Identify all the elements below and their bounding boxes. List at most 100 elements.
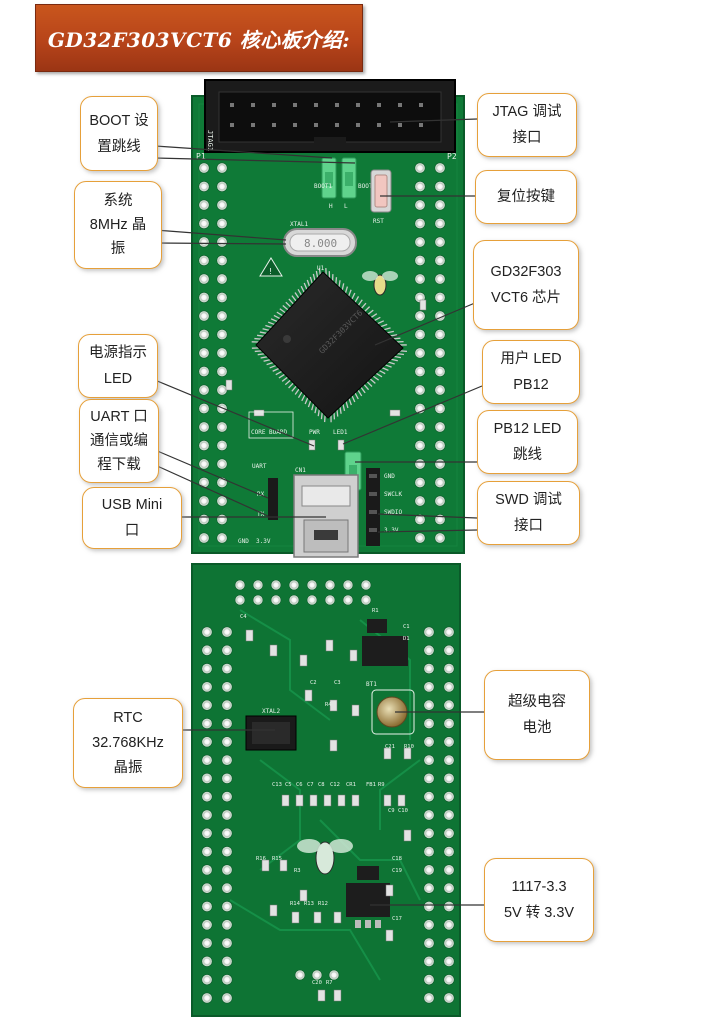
- pin-pad: [201, 864, 213, 876]
- chip-pin: [339, 406, 342, 414]
- chip-pin: [301, 394, 306, 402]
- chip-pin: [291, 295, 297, 302]
- jtag-pin: [398, 123, 402, 127]
- chip-pin: [366, 381, 373, 387]
- pin-pad: [443, 846, 455, 858]
- pin-pad: [216, 291, 228, 303]
- pin-pad: [198, 513, 210, 525]
- pin-pad: [423, 937, 435, 949]
- pin-pad: [198, 255, 210, 267]
- pin-pad: [434, 421, 446, 433]
- smd-component: [403, 829, 412, 842]
- jtag-pin: [377, 123, 381, 127]
- ref-designator: C10: [398, 808, 408, 814]
- callout-jtag: JTAG 调试 接口: [477, 93, 577, 157]
- pin-pad: [252, 594, 264, 606]
- chip-pin: [304, 397, 309, 405]
- pin-pad: [221, 626, 233, 638]
- pin-pad: [198, 273, 210, 285]
- chip-pin: [297, 391, 303, 399]
- chip-pin: [284, 379, 291, 386]
- pin-pad: [198, 310, 210, 322]
- pin-pad: [221, 955, 233, 967]
- pin-pad: [201, 736, 213, 748]
- page-title: GD32F303VCT6 核心板介绍:: [47, 27, 351, 52]
- chip-pin: [288, 298, 295, 305]
- smd-component: [333, 989, 342, 1002]
- bee-logo-icon: [362, 271, 398, 296]
- pin-pad: [434, 476, 446, 488]
- pin-pad: [414, 310, 426, 322]
- chip-pin: [390, 358, 398, 362]
- chip-pin: [351, 395, 356, 403]
- ref-designator: R4: [325, 702, 332, 708]
- pin-pad: [201, 882, 213, 894]
- chip-pin: [288, 382, 294, 389]
- pin-pad: [201, 992, 213, 1004]
- smd-component: [313, 911, 322, 924]
- callout-text: PB12 LED: [493, 421, 562, 437]
- ref-designator: C2: [310, 680, 317, 686]
- chip-pin: [390, 334, 398, 337]
- rtc-crystal: XTAL2: [245, 708, 297, 751]
- boot-h-label: H: [329, 203, 333, 210]
- pin-pad: [201, 809, 213, 821]
- bee-logo-bottom-icon: [297, 839, 353, 875]
- usb-mini-connector[interactable]: CN1: [293, 467, 359, 558]
- callout-reset: 复位按键: [475, 170, 577, 224]
- callout-text: 1117-3.3: [511, 879, 567, 895]
- jtag-pin: [377, 103, 381, 107]
- callout-usb: USB Mini 口: [82, 487, 182, 549]
- bottom-3v3-label: 3.3V: [256, 538, 271, 545]
- smd-component: [299, 889, 308, 902]
- smd-component: [333, 911, 342, 924]
- pin-pad: [434, 255, 446, 267]
- pin-pad: [414, 365, 426, 377]
- cn1-label: CN1: [295, 467, 306, 474]
- smd-component: [351, 794, 360, 807]
- reset-button[interactable]: RST: [370, 169, 392, 225]
- chip-pin: [312, 273, 316, 281]
- callout-rtc: RTC 32.768KHz 晶振: [73, 698, 183, 788]
- chip-pin: [351, 292, 356, 300]
- chip-pin: [311, 403, 315, 411]
- chip-pin: [318, 267, 321, 276]
- pin-pad: [216, 439, 228, 451]
- ref-designator: C13: [272, 782, 282, 788]
- callout-boot: BOOT 设 置跳线: [80, 96, 158, 171]
- pin-pad: [288, 579, 300, 591]
- callout-text: VCT6 芯片: [490, 290, 562, 306]
- chip-pin: [367, 309, 374, 316]
- pin-pad: [423, 663, 435, 675]
- callout-text: 用户 LED: [500, 351, 562, 367]
- callout-text: SWD 调试: [495, 492, 562, 508]
- chip-pin: [369, 378, 376, 384]
- pin-pad: [234, 594, 246, 606]
- pin-pad: [221, 699, 233, 711]
- chip-pin: [307, 400, 312, 408]
- smd-component: [317, 989, 326, 1002]
- pin-pad: [443, 827, 455, 839]
- chip-pin: [260, 356, 268, 359]
- chip-pin: [399, 350, 408, 353]
- jtag-pin: [335, 103, 339, 107]
- boot-jumpers[interactable]: BOOT1 BOOT0 H L: [314, 157, 376, 210]
- callout-system-osc: 系统 8MHz 晶 振: [74, 181, 162, 269]
- smd-component: [329, 699, 338, 712]
- pin-pad: [221, 992, 233, 1004]
- jtag-pin: [419, 123, 423, 127]
- pin-pad: [443, 900, 455, 912]
- svg-text:!: !: [268, 267, 273, 276]
- ldo-1117-regulator: [346, 866, 390, 928]
- pin-pad: [216, 458, 228, 470]
- pin-pad: [414, 218, 426, 230]
- callout-power-led: 电源指示 LED: [78, 334, 158, 398]
- pin-pad: [221, 736, 233, 748]
- pin-pad: [201, 827, 213, 839]
- callout-text: 5V 转 3.3V: [503, 905, 575, 921]
- pin-pad: [423, 644, 435, 656]
- smd-component: [403, 747, 412, 760]
- chip-pin: [285, 301, 292, 308]
- pin-pad: [221, 754, 233, 766]
